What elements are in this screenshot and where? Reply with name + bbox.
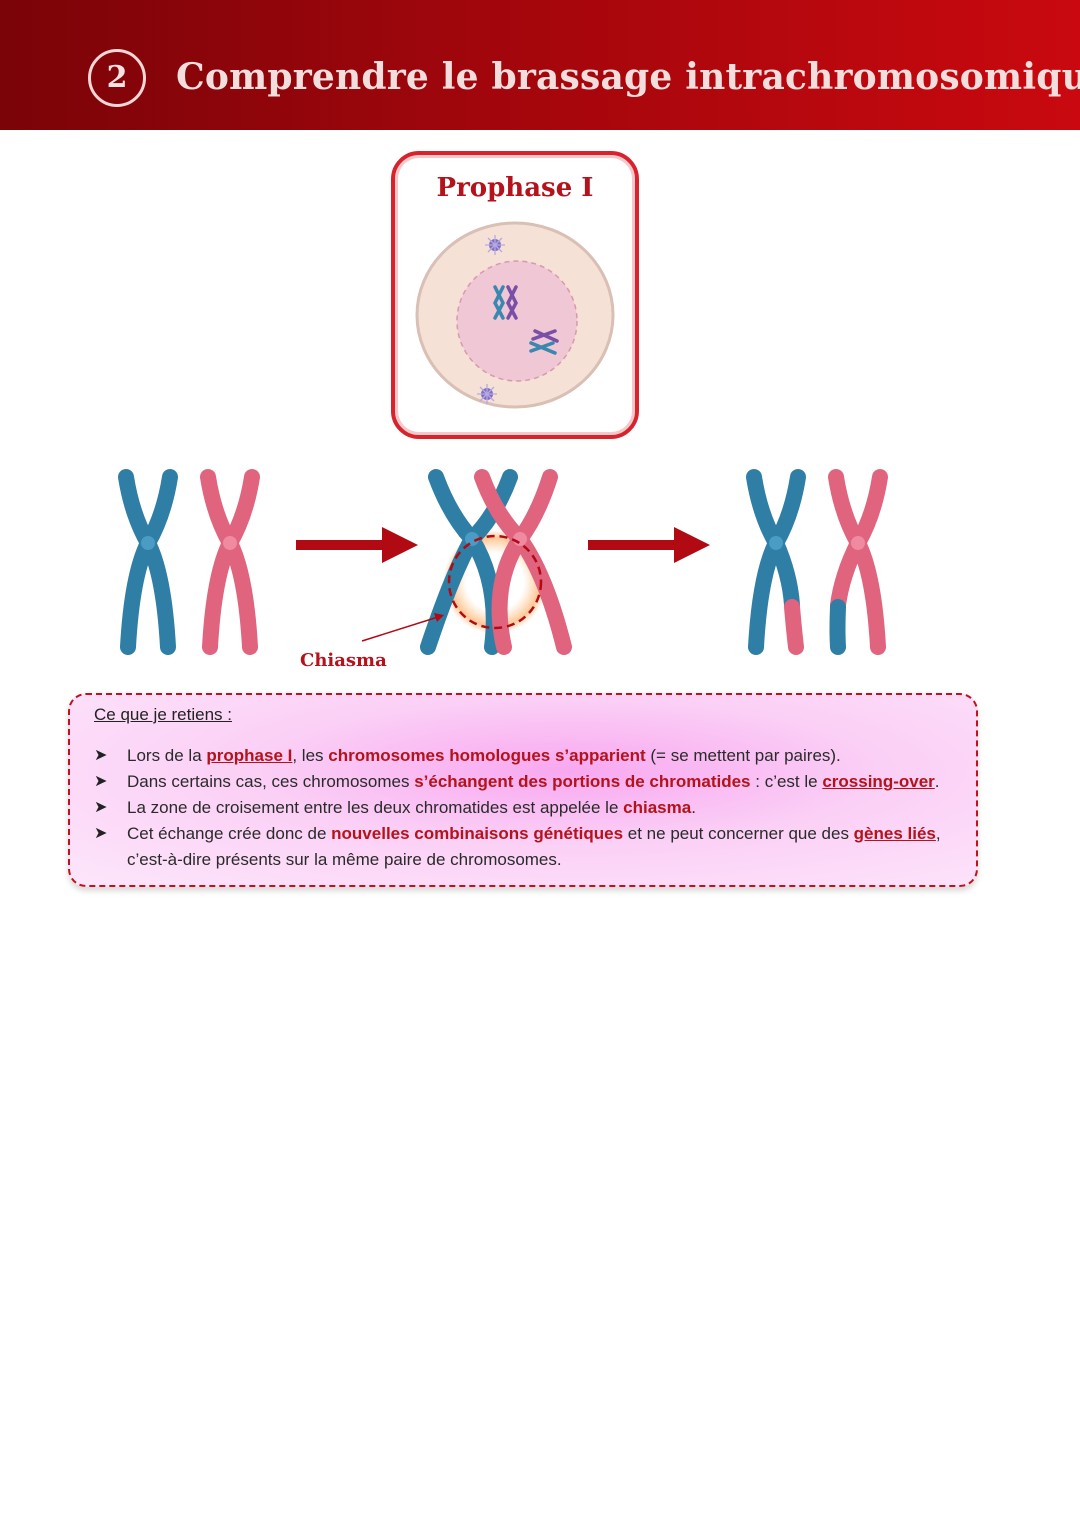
summary-heading: Ce que je retiens :	[94, 705, 232, 725]
bullet-text-segment: : c’est le	[750, 772, 823, 791]
bullet-text-segment: Dans certains cas, ces chromosomes	[127, 772, 415, 791]
crossing-over-diagram	[118, 469, 888, 655]
summary-box: Ce que je retiens : ➤ Lors de la prophase…	[68, 693, 978, 887]
bullet-text-segment: (= se mettent par paires).	[645, 746, 841, 765]
section-number-badge: 2	[88, 49, 146, 107]
summary-heading-text: Ce que je retiens	[94, 705, 223, 724]
arrowhead-bullet-icon: ➤	[94, 747, 108, 764]
right-arrow-icon-2	[588, 527, 710, 563]
nucleus	[456, 260, 578, 382]
bullet-text-segment: et ne peut concerner que des	[623, 824, 854, 843]
bullet-text-segment: nouvelles combinaisons génétiques	[331, 824, 624, 843]
arrowhead-bullet-icon: ➤	[94, 773, 108, 790]
summary-bullet: ➤ La zone de croisement entre les deux ch…	[94, 795, 970, 821]
arrowhead-bullet-icon: ➤	[94, 825, 108, 842]
bullet-text-segment: .	[934, 772, 940, 791]
summary-heading-colon: :	[222, 705, 232, 724]
bullet-text-segment: gènes liés	[853, 824, 936, 843]
prophase-panel: Prophase I	[391, 151, 639, 439]
centrosome-top-icon	[485, 235, 505, 255]
chiasma-label: Chiasma	[300, 650, 387, 671]
page-title: Comprendre le brassage intrachromosomiqu…	[176, 56, 1080, 98]
right-arrow-icon-1	[296, 527, 418, 563]
bullet-text-segment: chiasma	[623, 798, 692, 817]
summary-bullet: ➤ Dans certains cas, ces chromosomes s’éc…	[94, 769, 970, 795]
cell-illustration	[415, 221, 615, 409]
bullet-text-segment: , c’est-à-dire présents sur la même pair…	[127, 824, 941, 869]
summary-bullet-list: ➤ Lors de la prophase I, les chromosomes …	[94, 743, 970, 873]
bullet-text-segment: La zone de croisement entre les deux chr…	[127, 798, 624, 817]
bullet-text-segment: chromosomes homologues s’apparient	[328, 746, 646, 765]
chromosome-pair-upright-icon	[493, 285, 518, 320]
centrosome-bottom-icon	[477, 384, 497, 404]
bullet-text-segment: Lors de la	[127, 746, 207, 765]
chromosome-pair-tilted-icon	[529, 329, 559, 355]
bullet-text-segment: s’échangent des portions de chromatides	[414, 772, 751, 791]
chiasma-marker-circle	[447, 534, 543, 630]
bullet-text-segment: prophase I	[206, 746, 293, 765]
chromosome-pink-3	[828, 469, 888, 655]
chromosome-blue-3	[746, 469, 806, 655]
header-banner: 2 Comprendre le brassage intrachromosomi…	[0, 0, 1080, 130]
summary-bullet: ➤ Lors de la prophase I, les chromosomes …	[94, 743, 970, 769]
bullet-text-segment: .	[691, 798, 696, 817]
chromosome-blue-1	[118, 469, 178, 655]
bullet-text-segment: Cet échange crée donc de	[127, 824, 332, 843]
summary-bullet: ➤ Cet échange crée donc de nouvelles comb…	[94, 821, 970, 873]
bullet-text-segment: crossing-over	[822, 772, 935, 791]
arrowhead-bullet-icon: ➤	[94, 799, 108, 816]
chromosome-pink-1	[200, 469, 260, 655]
prophase-title: Prophase I	[436, 173, 594, 203]
bullet-text-segment: , les	[292, 746, 329, 765]
chiasma-pointer-arrow	[361, 613, 444, 642]
